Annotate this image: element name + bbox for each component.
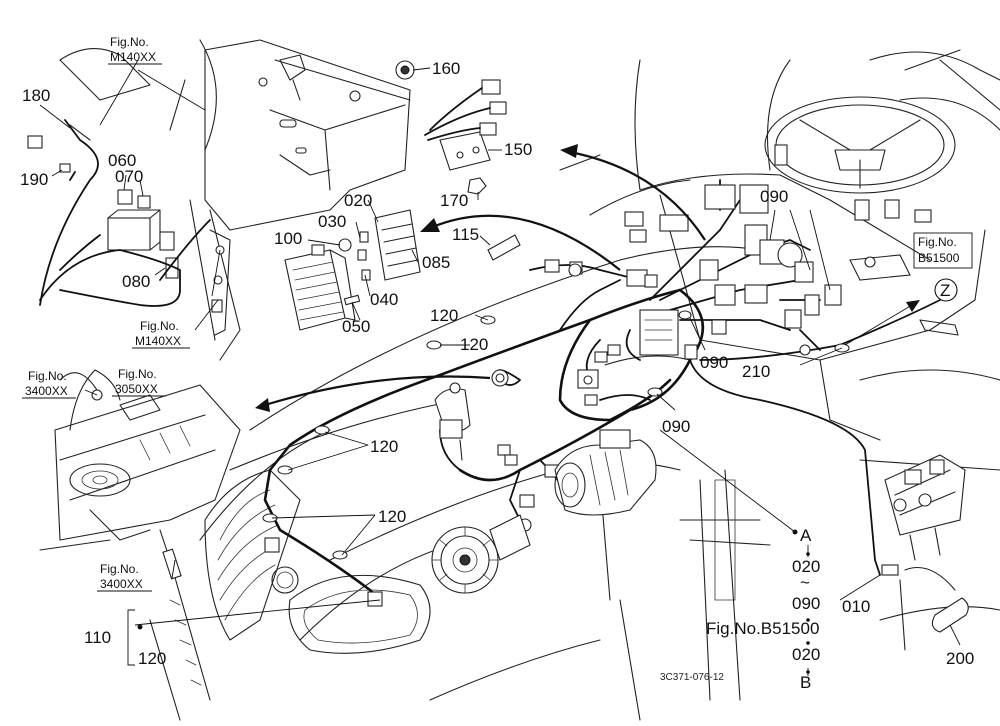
fig-ref-label: Fig.No. <box>118 367 157 381</box>
fig-ref-number: B51500 <box>918 251 960 265</box>
solenoid <box>434 382 471 461</box>
part-120: 120 <box>138 649 166 668</box>
fig-ref-label: Fig.No. <box>918 235 957 249</box>
fig-ref-b51500-right: Fig.No. B51500 <box>913 232 973 269</box>
part-085: 085 <box>422 253 450 272</box>
fig-ref-3050: Fig.No. 3050XX <box>112 367 166 397</box>
part-200: 200 <box>946 649 974 668</box>
range-column: A 020 ~ 090 Fig.No.B51500 020 B <box>706 526 820 692</box>
fig-ref-number: M140XX <box>110 50 156 64</box>
marker-z-label: Z <box>940 281 950 300</box>
fig-ref-number: 3050XX <box>115 382 158 396</box>
harness-clips <box>262 310 850 560</box>
reference-dots <box>137 529 798 630</box>
part-110: 110 <box>84 628 111 647</box>
fig-ref-3400-left: Fig.No. 3400XX <box>22 369 76 399</box>
part-210: 210 <box>742 362 770 381</box>
marker-b: B <box>800 673 811 692</box>
range-start: 020 <box>792 557 820 576</box>
fig-ref-b51500-bottom: Fig.No.B51500 <box>706 619 819 638</box>
dash-connectors <box>264 144 932 607</box>
left-harness-wires <box>39 119 211 307</box>
marker-z: Z <box>934 278 958 302</box>
part-160: 160 <box>432 59 460 78</box>
panel-and-bracket-sketch <box>59 39 507 336</box>
engine-block-sketch <box>39 369 241 580</box>
fig-ref-label: Fig.No. <box>140 319 179 333</box>
fig-ref-3400-bottom: Fig.No. 3400XX <box>97 562 152 592</box>
part-060: 060 <box>108 151 136 170</box>
part-050: 050 <box>342 317 370 336</box>
part-150: 150 <box>504 140 532 159</box>
range-next: 020 <box>792 645 820 664</box>
part-120: 120 <box>430 306 458 325</box>
diagram-code: 3C371-076-12 <box>660 672 724 683</box>
part-090: 090 <box>760 187 788 206</box>
fig-ref-m140-top: Fig.No. M140XX <box>108 35 162 65</box>
part-170: 170 <box>440 191 468 210</box>
part-090: 090 <box>700 353 728 372</box>
part-100: 100 <box>274 229 302 248</box>
range-tilde: ~ <box>800 573 810 592</box>
part-120: 120 <box>370 437 398 456</box>
starter-motor <box>554 429 657 516</box>
part-010: 010 <box>842 597 870 616</box>
part-090: 090 <box>662 417 690 436</box>
part-070: 070 <box>115 167 143 186</box>
part-115: 115 <box>452 225 479 244</box>
fig-ref-number: 3400XX <box>25 384 68 398</box>
grip-tube <box>904 566 969 633</box>
fig-ref-label: Fig.No. <box>28 369 67 383</box>
main-wiring-harness <box>263 179 941 602</box>
part-180: 180 <box>22 86 50 105</box>
part-190: 190 <box>20 170 48 189</box>
relay-group <box>27 124 179 279</box>
tube-115 <box>487 234 521 261</box>
leader-lines <box>39 59 961 676</box>
fig-ref-m140-mid: Fig.No. M140XX <box>132 319 190 349</box>
part-080: 080 <box>122 272 150 291</box>
fig-ref-number: M140XX <box>135 334 181 348</box>
part-020: 020 <box>344 191 372 210</box>
alternator <box>431 514 531 594</box>
tractor-body-sketch <box>149 39 1000 721</box>
fig-ref-label: Fig.No. <box>110 35 149 49</box>
part-120: 120 <box>378 507 406 526</box>
range-end: 090 <box>792 594 820 613</box>
marker-a: A <box>800 526 812 545</box>
part-numbers: 180 190 060 070 080 160 150 170 020 030 … <box>20 59 974 668</box>
fig-ref-label: Fig.No. <box>100 562 139 576</box>
part-030: 030 <box>318 212 346 231</box>
part-040: 040 <box>370 290 398 309</box>
part-120: 120 <box>460 335 488 354</box>
fig-ref-number: 3400XX <box>100 577 143 591</box>
flow-arrows <box>255 144 920 412</box>
fuse-box <box>284 209 421 331</box>
hydraulic-valve <box>881 454 966 576</box>
